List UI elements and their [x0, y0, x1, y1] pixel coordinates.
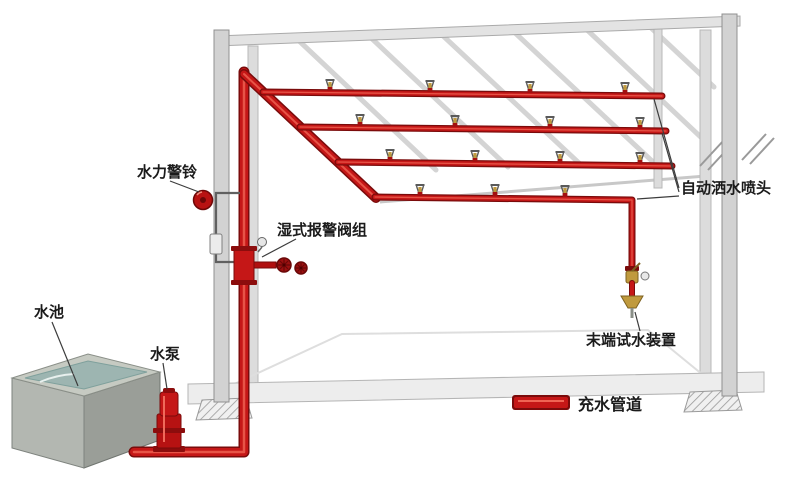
sprinkler-head-icon	[559, 184, 571, 198]
alarm-trim-pipe	[214, 191, 240, 264]
joist	[365, 32, 511, 170]
branch-pipe-4-highlight	[374, 196, 633, 269]
pump-mid-flange	[153, 428, 185, 433]
test-valve-handle	[631, 262, 641, 272]
valve-body	[233, 247, 255, 285]
break-mark-icon	[741, 133, 775, 165]
leader-line	[162, 362, 168, 390]
label-water-filled-pipe: 充水管道	[578, 395, 642, 414]
hydraulic-alarm-bell-assembly	[192, 189, 240, 264]
valve-flange-bottom	[231, 280, 257, 285]
water-pump	[153, 388, 185, 452]
floor-slab	[187, 371, 765, 405]
piping	[128, 66, 676, 458]
gauge-stem	[257, 246, 263, 253]
branch-pipe-3-highlight	[337, 161, 673, 167]
leader-line	[653, 98, 680, 189]
label-wet-alarm-valve-group: 湿式报警阀组	[277, 221, 367, 239]
test-funnel-icon	[620, 295, 644, 309]
branch-pipe-4-outline	[371, 193, 636, 272]
column-footing-left	[195, 397, 253, 421]
floor-back-edge-line	[229, 328, 715, 387]
pressure-gauge-icon	[640, 271, 650, 281]
branch-pipe-4-end-drop	[372, 194, 635, 271]
branch-pipe-1-highlight	[262, 91, 663, 97]
end-test-device	[620, 262, 650, 318]
leader-line	[261, 238, 297, 258]
label-auto-sprinkler-heads: 自动洒水喷头	[681, 179, 771, 197]
label-end-test-device: 末端试水装置	[586, 331, 676, 349]
leader-line	[634, 311, 641, 332]
water-tank	[10, 353, 162, 469]
label-water-pool: 水池	[34, 303, 64, 321]
joist	[581, 24, 709, 145]
tank-water	[24, 360, 148, 390]
retard-chamber	[209, 233, 223, 255]
pump-motor	[159, 391, 179, 417]
handwheel-icon	[276, 257, 292, 273]
building-structure	[187, 13, 775, 421]
handwheel-icon	[294, 261, 308, 275]
alarm-bell-highlight	[196, 191, 203, 196]
front-column-left	[213, 29, 230, 403]
leader-line	[661, 132, 680, 193]
valve-side-pipe	[253, 261, 277, 269]
back-column-right	[699, 29, 712, 387]
label-hydraulic-alarm-bell: 水力警铃	[137, 163, 198, 181]
pump-motor-cap	[163, 388, 175, 393]
water-highlight	[39, 373, 75, 383]
joist	[437, 30, 583, 167]
valve-flange-top	[231, 246, 257, 251]
leader-line	[636, 195, 680, 200]
floor-back-edges	[229, 328, 715, 387]
branch-pipe-2-highlight	[299, 126, 667, 132]
legend: 充水管道	[512, 395, 642, 414]
leader-line	[51, 321, 79, 387]
legend-pipe-sample	[514, 397, 568, 408]
wet-alarm-valve-group	[231, 237, 308, 285]
labels: 水力警铃 湿式报警阀组 水池 水泵 自动洒水喷头 末端试水装置	[34, 98, 771, 390]
leader-line	[169, 180, 200, 193]
alarm-bell-center	[200, 197, 206, 203]
pressure-gauge-icon	[257, 237, 267, 247]
front-column-right	[721, 13, 738, 397]
label-water-pump: 水泵	[150, 345, 180, 363]
joist	[293, 35, 439, 173]
